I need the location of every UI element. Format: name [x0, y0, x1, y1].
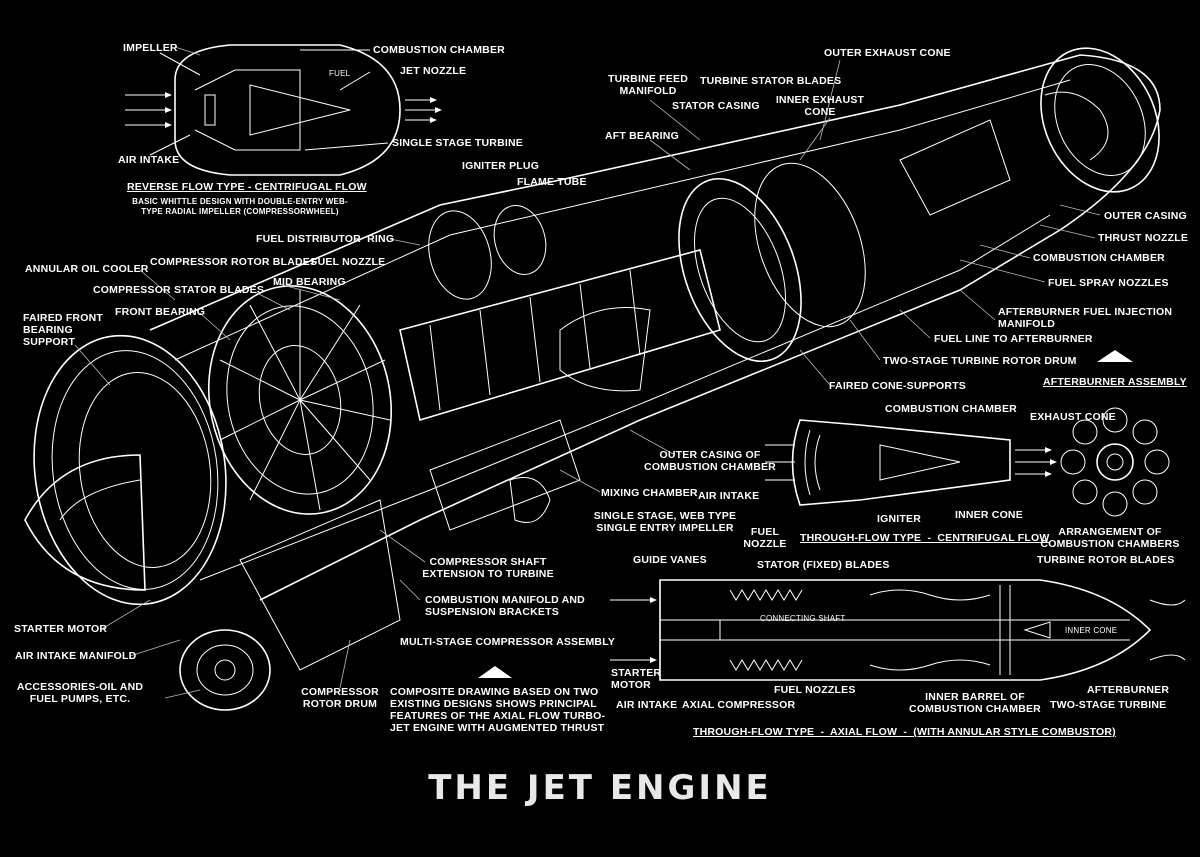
label-outer-exhaust-cone: OUTER EXHAUST CONE: [824, 47, 951, 59]
label-thrust-nozzle: THRUST NOZZLE: [1098, 232, 1189, 244]
label-mixing-chamber: MIXING CHAMBER: [601, 487, 698, 499]
label-flame-tube: FLAME TUBE: [517, 176, 587, 188]
label-starter-motor-axial: STARTER MOTOR: [611, 667, 662, 691]
label-fuel-spray-nozzles: FUEL SPRAY NOZZLES: [1048, 277, 1169, 289]
label-accessories: ACCESSORIES-OIL AND FUEL PUMPS, ETC.: [16, 681, 144, 705]
label-composite-note: COMPOSITE DRAWING BASED ON TWO EXISTING …: [390, 686, 606, 734]
label-single-stage-web: SINGLE STAGE, WEB TYPE SINGLE ENTRY IMPE…: [593, 510, 737, 534]
label-combustion-manifold: COMBUSTION MANIFOLD AND SUSPENSION BRACK…: [425, 594, 585, 618]
label-compressor-rotor-drum: COMPRESSOR ROTOR DRUM: [301, 686, 379, 710]
label-afterburner: AFTERBURNER: [1087, 684, 1170, 696]
reverse-flow-title: REVERSE FLOW TYPE - CENTRIFUGAL FLOW: [127, 181, 367, 193]
label-inner-exhaust-cone: INNER EXHAUST CONE: [775, 94, 865, 118]
label-faired-cone-supports: FAIRED CONE-SUPPORTS: [829, 380, 967, 392]
label-outer-casing-of-cc: OUTER CASING OF COMBUSTION CHAMBER: [644, 449, 776, 473]
label-arrangement: ARRANGEMENT OF COMBUSTION CHAMBERS: [1040, 526, 1180, 550]
label-exhaust-cone: EXHAUST CONE: [1030, 411, 1116, 423]
label-air-intake-top: AIR INTAKE: [118, 154, 180, 166]
label-outer-casing: OUTER CASING: [1104, 210, 1187, 222]
label-guide-vanes: GUIDE VANES: [633, 554, 707, 566]
label-air-intake-mid: AIR INTAKE: [698, 490, 760, 502]
centrifugal-flow-diagram: [765, 350, 1170, 517]
label-compressor-stator-blades: COMPRESSOR STATOR BLADES: [93, 284, 265, 296]
label-inner-cone: INNER CONE: [955, 509, 1023, 521]
label-impeller: IMPELLER: [123, 42, 178, 54]
label-combustion-chamber-mid: COMBUSTION CHAMBER: [885, 403, 1017, 415]
label-aft-bearing: AFT BEARING: [605, 130, 679, 142]
label-combustion-chamber-top: COMBUSTION CHAMBER: [373, 44, 505, 56]
label-fuel: FUEL: [329, 69, 351, 78]
label-compressor-shaft-ext: COMPRESSOR SHAFT EXTENSION TO TURBINE: [422, 556, 554, 580]
label-connecting-shaft: CONNECTING SHAFT: [760, 614, 846, 623]
main-engine-cutaway: [24, 47, 1161, 711]
label-inner-cone-axial: INNER CONE: [1065, 626, 1118, 635]
reverse-flow-diagram: [125, 44, 442, 176]
label-air-intake-axial: AIR INTAKE: [616, 699, 678, 711]
label-afterburner-fuel-injection-manifold: AFTERBURNER FUEL INJECTION MANIFOLD: [998, 306, 1173, 330]
label-igniter: IGNITER: [877, 513, 921, 525]
leader-lines: [74, 46, 1101, 699]
label-jet-nozzle: JET NOZZLE: [400, 65, 467, 77]
label-two-stage-turbine-rotor-drum: TWO-STAGE TURBINE ROTOR DRUM: [883, 355, 1077, 367]
label-through-flow-axial: THROUGH-FLOW TYPE - AXIAL FLOW - (WITH A…: [693, 726, 1116, 738]
label-compressor-rotor-blades: COMPRESSOR ROTOR BLADES: [150, 256, 318, 268]
label-fuel-nozzles-axial: FUEL NOZZLES: [774, 684, 856, 696]
label-turbine-feed-manifold: TURBINE FEED MANIFOLD: [608, 73, 688, 97]
label-front-bearing: FRONT BEARING: [115, 306, 206, 318]
label-mid-bearing: MID BEARING: [273, 276, 346, 288]
label-axial-compressor: AXIAL COMPRESSOR: [682, 699, 796, 711]
label-fuel-nozzle-mid: FUEL NOZZLE: [743, 526, 787, 550]
label-stator-fixed-blades: STATOR (FIXED) BLADES: [757, 559, 890, 571]
label-air-intake-manifold: AIR INTAKE MANIFOLD: [15, 650, 137, 662]
label-turbine-stator-blades: TURBINE STATOR BLADES: [700, 75, 842, 87]
label-fuel-line-to-afterburner: FUEL LINE TO AFTERBURNER: [934, 333, 1093, 345]
label-single-stage-turbine: SINGLE STAGE TURBINE: [392, 137, 523, 149]
label-inner-barrel: INNER BARREL OF COMBUSTION CHAMBER: [909, 691, 1041, 715]
label-multi-stage-compressor: MULTI-STAGE COMPRESSOR ASSEMBLY: [400, 636, 616, 648]
label-faired-front-bearing-support: FAIRED FRONT BEARING SUPPORT: [23, 312, 103, 348]
reverse-flow-desc: BASIC WHITTLE DESIGN WITH DOUBLE-ENTRY W…: [132, 197, 348, 216]
axial-flow-diagram: [478, 579, 1186, 681]
label-igniter-plug: IGNITER PLUG: [462, 160, 540, 172]
poster-title: THE JET ENGINE: [428, 768, 772, 808]
label-through-flow-centrifugal: THROUGH-FLOW TYPE - CENTRIFUGAL FLOW: [800, 532, 1050, 544]
label-fuel-nozzle: FUEL NOZZLE: [311, 256, 386, 268]
label-turbine-rotor-blades: TURBINE ROTOR BLADES: [1037, 554, 1175, 566]
label-two-stage-turbine: TWO-STAGE TURBINE: [1050, 699, 1167, 711]
label-fuel-distributor-ring: FUEL DISTRIBUTOR RING: [256, 233, 395, 245]
label-starter-motor-left: STARTER MOTOR: [14, 623, 108, 635]
label-combustion-chamber-right: COMBUSTION CHAMBER: [1033, 252, 1165, 264]
label-annular-oil-cooler: ANNULAR OIL COOLER: [25, 263, 149, 275]
label-stator-casing: STATOR CASING: [672, 100, 760, 112]
label-afterburner-assembly: AFTERBURNER ASSEMBLY: [1043, 376, 1187, 388]
